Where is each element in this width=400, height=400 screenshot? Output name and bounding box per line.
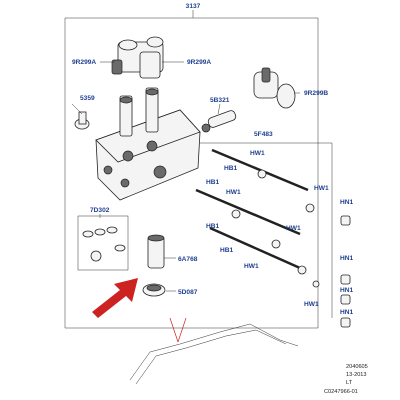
label-5D087: 5D087 [178, 289, 198, 296]
label-hn1: HN1 [340, 199, 354, 206]
label-hw1: HW1 [286, 225, 301, 232]
filter-6A768 [147, 234, 165, 269]
label-hn1: HN1 [340, 255, 354, 262]
location-thumbnail [129, 317, 299, 385]
connector-9R299B [253, 67, 296, 109]
footer-region: LT [346, 380, 353, 386]
label-5359: 5359 [80, 95, 95, 102]
nut-set [340, 215, 351, 328]
plug-5D087 [142, 283, 166, 297]
footer-reference: 2040605 13-2013 LT C0247966-01 [324, 364, 368, 395]
label-hw1: HW1 [304, 301, 319, 308]
assembly-frame [64, 10, 333, 329]
footer-code: 2040605 [346, 364, 368, 370]
valve-body-block [95, 87, 201, 201]
footer-date: 13-2013 [346, 372, 367, 378]
label-5F483: 5F483 [254, 131, 273, 138]
sensor-5359 [74, 111, 90, 130]
label-hw1: HW1 [244, 263, 259, 270]
part-labels: 3137 9R299A 9R299A 5359 5B321 9R299B 5F4… [72, 3, 354, 316]
label-5B321: 5B321 [210, 97, 230, 104]
label-3137: 3137 [186, 3, 201, 10]
seal-kit-7D302 [77, 215, 129, 271]
solenoid-coil-assembly [111, 36, 164, 79]
label-hn1: HN1 [340, 309, 354, 316]
label-hw1: HW1 [226, 189, 241, 196]
label-9R299A-right: 9R299A [187, 59, 211, 66]
label-hw1: HW1 [250, 150, 265, 157]
bolt-set [195, 148, 320, 288]
label-6A768: 6A768 [178, 256, 198, 263]
label-hb1: HB1 [224, 165, 238, 172]
label-hw1: HW1 [314, 185, 329, 192]
label-hb1: HB1 [206, 223, 220, 230]
label-7D302: 7D302 [90, 207, 110, 214]
label-hn1: HN1 [340, 287, 354, 294]
label-9R299B: 9R299B [304, 90, 328, 97]
footer-ref: C0247966-01 [324, 389, 358, 395]
valve-5B321 [201, 110, 237, 133]
label-hb1: HB1 [206, 179, 220, 186]
label-hb1: HB1 [220, 247, 234, 254]
label-9R299A-left: 9R299A [72, 59, 96, 66]
leader-lines [71, 61, 300, 292]
highlight-arrow [92, 278, 138, 318]
